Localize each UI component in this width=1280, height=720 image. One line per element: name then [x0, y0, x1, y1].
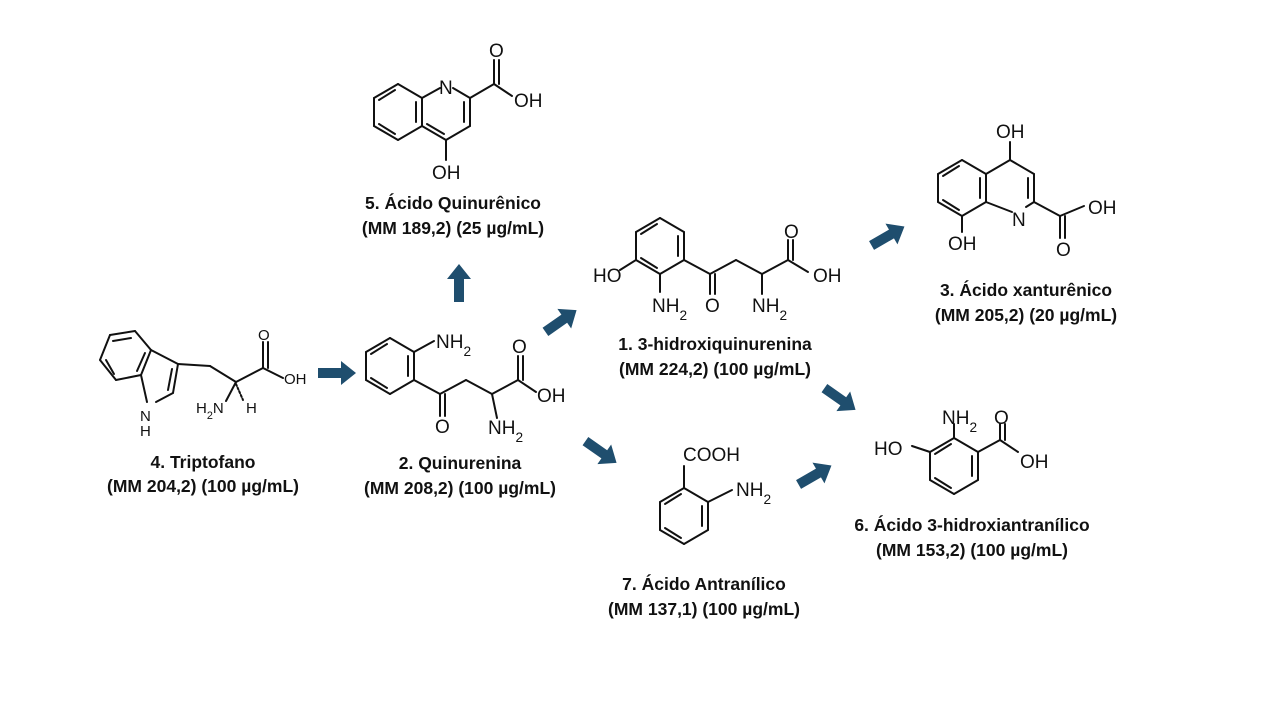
compound-triptofano: O OH N H H2N H 4. Triptofano (MM 204,2) …: [99, 327, 307, 496]
antranilico-info: (MM 137,1) (100 µg/mL): [608, 599, 800, 619]
xanturenico-o-label: O: [1056, 240, 1071, 261]
reaction-arrows: [318, 223, 905, 489]
antranilico-cooh-label: COOH: [683, 445, 740, 466]
quinurenico-o-label: O: [489, 41, 504, 62]
hidroxiquinurenina-o-acid-label: O: [784, 222, 799, 243]
hidroxiquinurenina-info: (MM 224,2) (100 µg/mL): [619, 359, 811, 379]
hidroxiquinurenina-structure: HO NH2 O O OH NH2: [593, 217, 842, 323]
quinurenico-n-label: N: [439, 78, 453, 99]
quinurenina-o-acid-label: O: [512, 337, 527, 358]
antranilico-nh2-label: NH2: [736, 480, 771, 507]
quinurenina-oh-label: OH: [537, 386, 566, 407]
triptofano-h2n-label: H2N: [196, 400, 224, 422]
compound-hidroxiquinurenina: HO NH2 O O OH NH2 1. 3-hidroxiquinurenin…: [593, 217, 842, 379]
arrow-quinurenina-to-antranilico: [582, 437, 617, 465]
hidroxiquinurenina-nh2-ring-label: NH2: [652, 296, 687, 323]
hidroxiantranilico-o-label: O: [994, 408, 1009, 429]
hidroxiantranilico-name: 6. Ácido 3-hidroxiantranílico: [854, 514, 1089, 535]
xanturenico-name: 3. Ácido xanturênico: [940, 279, 1112, 300]
triptofano-n-label: N: [140, 408, 151, 425]
hidroxiantranilico-nh2-label: NH2: [942, 408, 977, 435]
arrow-hidroxiquinurenina-to-xanturenico: [869, 223, 905, 250]
xanturenico-oh-bottom-label: OH: [948, 234, 977, 255]
triptofano-oh-label: OH: [284, 371, 307, 388]
quinurenina-info: (MM 208,2) (100 µg/mL): [364, 478, 556, 498]
hidroxiquinurenina-o-keto-label: O: [705, 296, 720, 317]
hidroxiantranilico-info: (MM 153,2) (100 µg/mL): [876, 540, 1068, 560]
quinurenico-name: 5. Ácido Quinurênico: [365, 192, 541, 213]
compound-xanturenico: OH OH N OH O 3. Ácido xanturênico (MM 20…: [935, 122, 1117, 325]
hidroxiantranilico-ho-label: HO: [874, 439, 903, 460]
quinurenico-oh-ring-label: OH: [432, 163, 461, 184]
quinurenina-structure: NH2 O OH O NH2: [365, 332, 566, 445]
antranilico-name: 7. Ácido Antranílico: [622, 573, 786, 594]
triptofano-name: 4. Triptofano: [151, 452, 256, 472]
xanturenico-oh-top-label: OH: [996, 122, 1025, 143]
quinurenina-o-keto-label: O: [435, 417, 450, 438]
arrow-antranilico-to-hidroxiantranilico: [796, 462, 832, 489]
antranilico-structure: COOH NH2: [659, 445, 771, 545]
triptofano-h-label: H: [246, 400, 257, 417]
hidroxiquinurenina-nh2-alpha-label: NH2: [752, 296, 787, 323]
quinurenina-nh2-alpha-label: NH2: [488, 418, 523, 445]
triptofano-h-ring-label: H: [140, 423, 151, 440]
hidroxiquinurenina-name: 1. 3-hidroxiquinurenina: [618, 334, 812, 354]
compound-hidroxiantranilico: NH2 O HO OH 6. Ácido 3-hidroxiantranílic…: [854, 408, 1089, 560]
arrow-triptofano-to-quinurenina: [318, 361, 356, 385]
triptofano-info: (MM 204,2) (100 µg/mL): [107, 476, 299, 496]
xanturenico-oh-acid-label: OH: [1088, 198, 1117, 219]
arrow-hidroxiquinurenina-to-hidroxiantranilico: [821, 384, 856, 412]
hidroxiquinurenina-ho-label: HO: [593, 266, 622, 287]
arrow-quinurenina-to-hidroxiquinurenina: [542, 308, 577, 336]
quinurenico-info: (MM 189,2) (25 µg/mL): [362, 218, 544, 238]
xanturenico-structure: OH OH N OH O: [937, 122, 1117, 261]
hidroxiantranilico-oh-label: OH: [1020, 452, 1049, 473]
quinurenina-name: 2. Quinurenina: [399, 453, 522, 473]
quinurenina-nh2-ring-label: NH2: [436, 332, 471, 359]
triptofano-structure: O OH N H H2N H: [99, 327, 307, 440]
quinurenico-structure: N O OH OH: [373, 41, 543, 184]
xanturenico-n-label: N: [1012, 210, 1026, 231]
xanturenico-info: (MM 205,2) (20 µg/mL): [935, 305, 1117, 325]
compound-quinurenico: N O OH OH 5. Ácido Quinurênico (MM 189,2…: [362, 41, 544, 238]
arrow-quinurenina-to-quinurenico: [447, 264, 471, 302]
compound-antranilico: COOH NH2 7. Ácido Antranílico (MM 137,1)…: [608, 445, 800, 619]
triptofano-o-label: O: [258, 327, 270, 344]
hidroxiquinurenina-oh-label: OH: [813, 266, 842, 287]
compound-quinurenina: NH2 O OH O NH2 2. Quinurenina (MM 208,2)…: [364, 332, 565, 498]
quinurenico-oh-acid-label: OH: [514, 91, 543, 112]
hidroxiantranilico-structure: NH2 O HO OH: [874, 408, 1049, 495]
